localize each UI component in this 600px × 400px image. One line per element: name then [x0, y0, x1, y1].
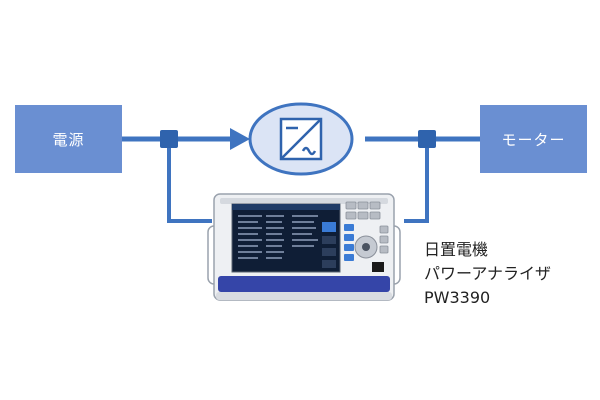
output-sensor-node [418, 130, 436, 148]
input-sensor-node [160, 130, 178, 148]
motor-label: モーター [501, 130, 566, 149]
flow-arrow-icon [230, 128, 250, 150]
product-type: パワーアナライザ [424, 264, 552, 283]
power-analyzer-device-icon [207, 193, 401, 301]
power-source-label: 電源 [52, 130, 85, 149]
motor-box: モーター [480, 105, 587, 173]
analyzer-caption: 日置電機 パワーアナライザ PW3390 [424, 238, 551, 310]
model-number: PW3390 [424, 288, 491, 307]
manufacturer-name: 日置電機 [424, 240, 489, 259]
output-measurement-wire [404, 148, 429, 223]
input-measurement-wire [167, 148, 212, 223]
power-source-box: 電源 [15, 105, 122, 173]
inverter-symbol-icon [248, 102, 354, 176]
